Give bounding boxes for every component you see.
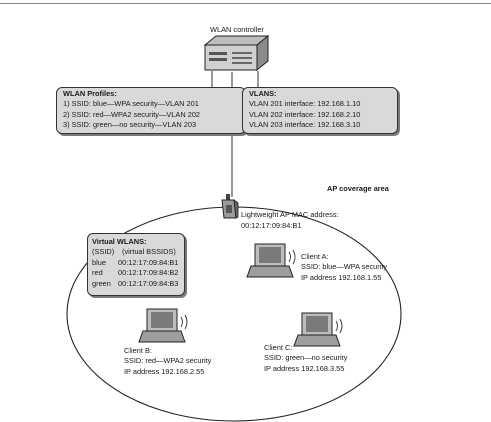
client-c-ssid: SSID: green—no security bbox=[264, 353, 348, 363]
ssid-cell: red bbox=[92, 268, 103, 278]
virtual-wlans-header: (SSID) (virtual BSSIDS) bbox=[92, 247, 180, 257]
bssid-header: (virtual BSSIDS) bbox=[122, 247, 176, 257]
wlan-profiles-box: WLAN Profiles: 1) SSID: blue—WPA securit… bbox=[56, 87, 246, 134]
ssid-header: (SSID) bbox=[92, 247, 115, 257]
coverage-area-label: AP coverage area bbox=[327, 184, 389, 193]
wlan-profiles-title: WLAN Profiles: bbox=[63, 89, 117, 98]
virtual-wlans-title: Virtual WLANS: bbox=[92, 237, 147, 246]
ssid-cell: green bbox=[92, 278, 111, 288]
ap-mac-label: Lightweight AP MAC address: bbox=[241, 210, 339, 219]
client-b-laptop-icon bbox=[138, 308, 188, 343]
virtual-wlan-row: green 00:12:17:09:84:B3 bbox=[92, 279, 180, 289]
client-c-ip: IP address 192.168.3.55 bbox=[264, 363, 345, 373]
virtual-wlans-box: Virtual WLANS: (SSID) (virtual BSSIDS) b… bbox=[87, 233, 185, 296]
virtual-wlan-row: red 00:12:17:09:84:B2 bbox=[92, 268, 180, 278]
client-b-name: Client B: bbox=[124, 346, 152, 355]
client-c-laptop-icon bbox=[293, 312, 343, 347]
client-c-name: Client C: bbox=[264, 343, 293, 352]
client-a-laptop-icon bbox=[246, 243, 296, 278]
wlan-profile-line: 3) SSID: green—no security—VLAN 203 bbox=[63, 120, 197, 130]
client-a-ssid: SSID: blue—WPA security bbox=[301, 262, 388, 272]
vlan-line: VLAN 203 interface: 192.168.3.10 bbox=[249, 120, 361, 130]
client-a-info: Client A: SSID: blue—WPA security IP add… bbox=[301, 252, 387, 283]
client-b-ssid: SSID: red—WPA2 security bbox=[124, 356, 212, 366]
top-rule bbox=[0, 3, 491, 4]
client-b-ip: IP address 192.168.2.55 bbox=[124, 366, 205, 376]
vlans-title: VLANS: bbox=[249, 89, 277, 98]
wlan-profile-line: 2) SSID: red—WPA2 security—VLAN 202 bbox=[63, 109, 201, 119]
bssid-cell: 00:12:17:09:84:B1 bbox=[118, 257, 179, 267]
virtual-wlan-row: blue 00:12:17:09:84:B1 bbox=[92, 258, 180, 268]
bssid-cell: 00:12:17:09:84:B2 bbox=[118, 268, 179, 278]
controller-label: WLAN controller bbox=[210, 25, 264, 34]
client-a-name: Client A: bbox=[301, 252, 329, 261]
vlan-line: VLAN 201 interface: 192.168.1.10 bbox=[249, 99, 361, 109]
vlan-line: VLAN 202 interface: 192.168.2.10 bbox=[249, 109, 361, 119]
vlans-box: VLANS: VLAN 201 interface: 192.168.1.10 … bbox=[242, 87, 398, 134]
client-c-info: Client C: SSID: green—no security IP add… bbox=[264, 343, 347, 374]
ssid-cell: blue bbox=[92, 257, 106, 267]
client-a-ip: IP address 192.168.1.55 bbox=[301, 272, 382, 282]
bssid-cell: 00:12:17:09:84:B3 bbox=[118, 278, 179, 288]
ap-mac-address: 00:12:17:09:84:B1 bbox=[241, 221, 302, 230]
client-b-info: Client B: SSID: red—WPA2 security IP add… bbox=[124, 346, 211, 377]
wlan-profile-line: 1) SSID: blue—WPA security—VLAN 201 bbox=[63, 99, 199, 109]
